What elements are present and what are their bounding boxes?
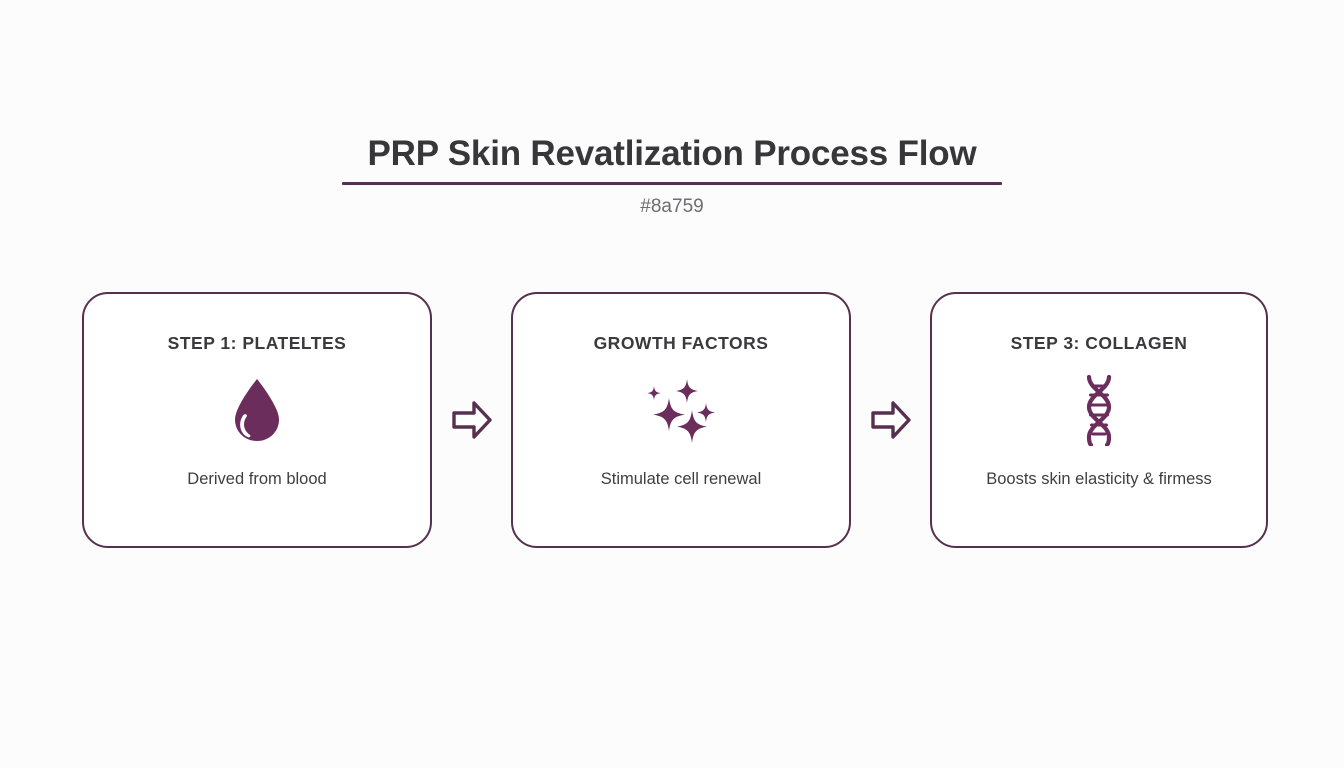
step-card-2[interactable]: GROWTH FACTORS Stimulate cell renewal — [511, 292, 851, 548]
step-card-3-title: STEP 3: COLLAGEN — [1010, 333, 1188, 353]
title-underline-rule — [342, 182, 1002, 185]
arrow-right-icon — [449, 396, 495, 444]
step-card-1[interactable]: STEP 1: PLATELTES Derived from blood — [82, 292, 432, 548]
step-card-3[interactable]: STEP 3: COLLAGEN — [930, 292, 1268, 548]
sparkles-icon — [640, 376, 722, 444]
arrow-right-icon-2 — [868, 396, 914, 444]
dna-helix-icon — [1074, 374, 1124, 446]
step-card-1-title: STEP 1: PLATELTES — [167, 333, 347, 353]
page-title: PRP Skin Revatlization Process Flow — [367, 134, 977, 173]
step-card-2-title: GROWTH FACTORS — [593, 333, 769, 353]
page-subtitle: #8a759 — [640, 196, 704, 217]
process-flow-row: STEP 1: PLATELTES Derived from blood GRO… — [82, 291, 1268, 549]
diagram-header: PRP Skin Revatlization Process Flow #8a7… — [0, 132, 1344, 220]
step-card-3-description: Boosts skin elasticity & firmess — [986, 470, 1212, 488]
blood-drop-icon — [229, 376, 285, 444]
step-card-2-description: Stimulate cell renewal — [600, 470, 762, 488]
step-card-1-description: Derived from blood — [187, 470, 327, 488]
